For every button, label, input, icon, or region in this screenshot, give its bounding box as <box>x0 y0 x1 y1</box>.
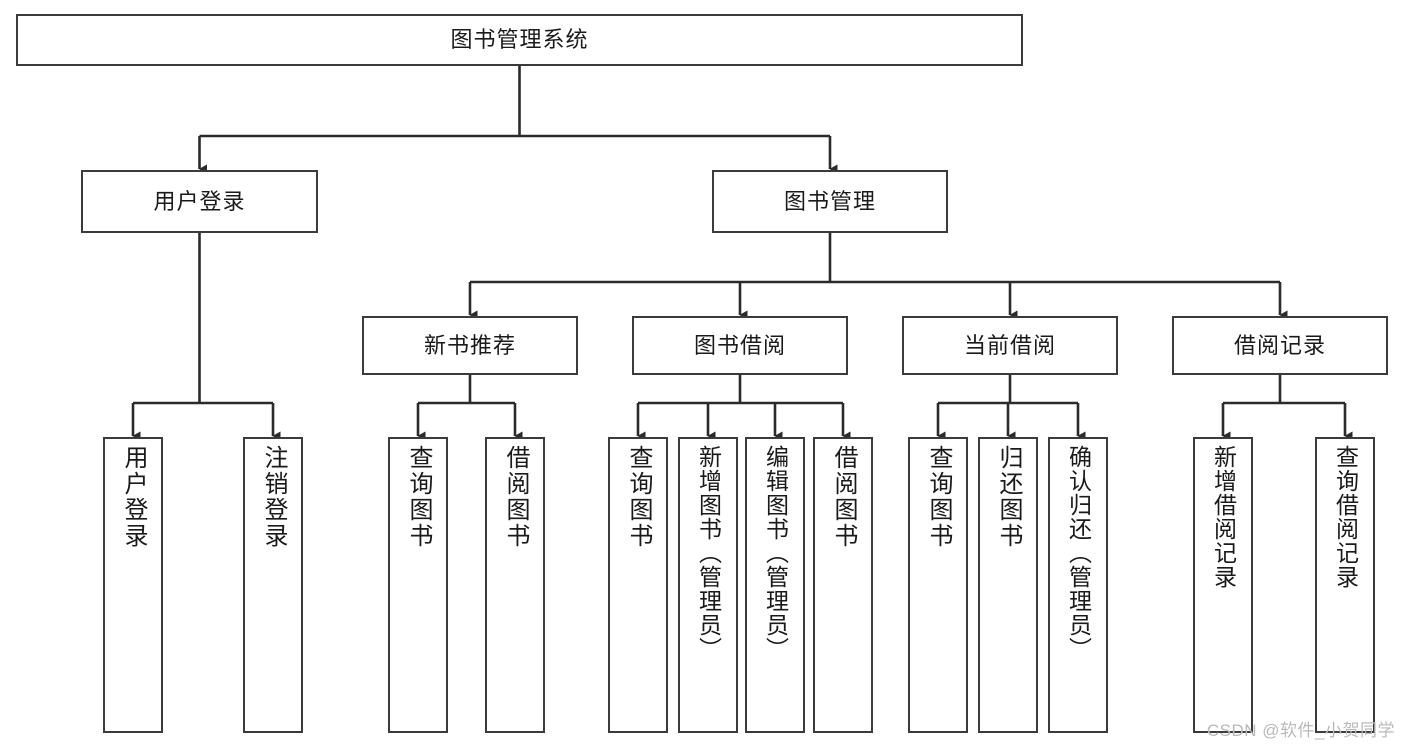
node-book-manage[interactable]: 图书管理 <box>712 170 948 233</box>
node-label: 新增图书（管理员） <box>695 445 722 661</box>
node-user-login[interactable]: 用户登录 <box>81 170 318 233</box>
node-leaf-query-book-2[interactable]: 查询图书 <box>608 437 668 733</box>
node-label: 借阅记录 <box>1233 332 1326 358</box>
node-label: 当前借阅 <box>963 332 1056 358</box>
node-label: 图书借阅 <box>693 332 786 358</box>
node-label: 注销登录 <box>260 445 287 549</box>
node-leaf-user-login[interactable]: 用户登录 <box>103 437 163 733</box>
node-leaf-query-record[interactable]: 查询借阅记录 <box>1315 437 1375 733</box>
node-book-borrow[interactable]: 图书借阅 <box>632 316 848 375</box>
node-leaf-logout[interactable]: 注销登录 <box>243 437 303 733</box>
node-root[interactable]: 图书管理系统 <box>16 14 1023 66</box>
node-leaf-borrow-book-2[interactable]: 借阅图书 <box>813 437 873 733</box>
node-label: 新增借阅记录 <box>1210 445 1237 589</box>
node-label: 查询图书 <box>405 445 432 549</box>
node-new-book-rec[interactable]: 新书推荐 <box>362 316 578 375</box>
node-leaf-return-book[interactable]: 归还图书 <box>978 437 1038 733</box>
node-label: 图书管理 <box>783 188 876 214</box>
node-label: 借阅图书 <box>502 445 529 549</box>
node-label: 归还图书 <box>995 445 1022 549</box>
node-label: 查询借阅记录 <box>1332 445 1359 589</box>
node-label: 编辑图书（管理员） <box>762 445 789 661</box>
node-leaf-query-book-3[interactable]: 查询图书 <box>908 437 968 733</box>
node-leaf-query-book-1[interactable]: 查询图书 <box>388 437 448 733</box>
node-leaf-borrow-book-1[interactable]: 借阅图书 <box>485 437 545 733</box>
node-leaf-edit-book[interactable]: 编辑图书（管理员） <box>745 437 805 733</box>
node-label: 图书管理系统 <box>450 27 589 53</box>
node-current-borrow[interactable]: 当前借阅 <box>902 316 1118 375</box>
node-label: 新书推荐 <box>423 332 516 358</box>
node-label: 用户登录 <box>120 445 147 549</box>
node-leaf-add-book[interactable]: 新增图书（管理员） <box>678 437 738 733</box>
node-label: 用户登录 <box>153 188 246 214</box>
node-label: 借阅图书 <box>830 445 857 549</box>
node-label: 确认归还（管理员） <box>1065 445 1092 661</box>
node-label: 查询图书 <box>925 445 952 549</box>
node-label: 查询图书 <box>625 445 652 549</box>
node-borrow-record[interactable]: 借阅记录 <box>1172 316 1388 375</box>
csdn-watermark: CSDN @软件_小贺同学 <box>1206 721 1395 740</box>
node-leaf-confirm-return[interactable]: 确认归还（管理员） <box>1048 437 1108 733</box>
node-leaf-add-record[interactable]: 新增借阅记录 <box>1193 437 1253 733</box>
